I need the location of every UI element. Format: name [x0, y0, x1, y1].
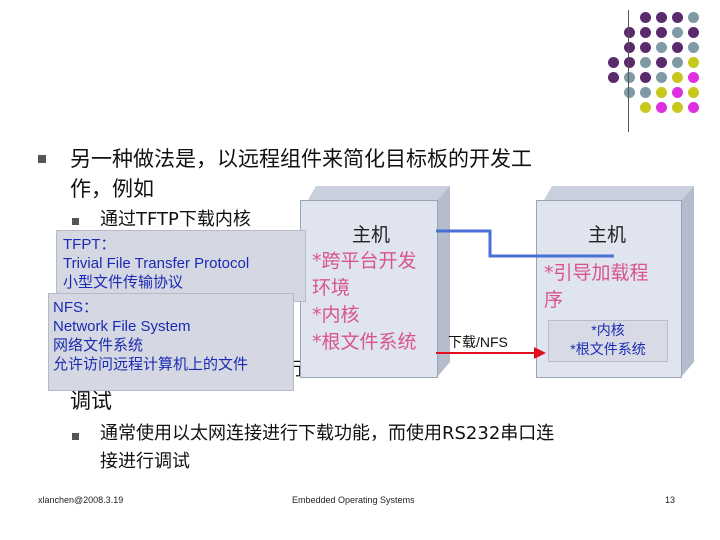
download-nfs-label: 下载/NFS [448, 332, 508, 352]
tftp-popup-line: 小型文件传输协议 [63, 273, 299, 292]
footer-course-title: Embedded Operating Systems [292, 495, 415, 505]
sub-bullet-marker [72, 433, 79, 440]
tftp-popup-line: Trivial File Transfer Protocol [63, 254, 299, 273]
nfs-popup-line: 允许访问远程计算机上的文件 [53, 355, 289, 374]
nfs-popup-line: 网络文件系统 [53, 336, 289, 355]
tftp-popup-line: TFPT： [63, 235, 299, 254]
footer-page-number: 13 [665, 495, 675, 505]
sub3-line1: 通常使用以太网连接进行下载功能，而使用RS232串口连 [100, 420, 700, 448]
download-arrow-head [534, 347, 546, 359]
footer-author-date: xlanchen@2008.3.19 [38, 495, 123, 505]
sub3-text: 通常使用以太网连接进行下载功能，而使用RS232串口连 接进行调试 [100, 420, 700, 476]
nfs-popup-line: NFS： [53, 298, 289, 317]
network-link-line [436, 231, 614, 256]
sub3-line2: 接进行调试 [100, 448, 700, 476]
nfs-popup: NFS： Network File System 网络文件系统 允许访问远程计算… [48, 293, 294, 391]
tftp-popup: TFPT： Trivial File Transfer Protocol 小型文… [56, 230, 306, 302]
nfs-popup-line: Network File System [53, 317, 289, 336]
